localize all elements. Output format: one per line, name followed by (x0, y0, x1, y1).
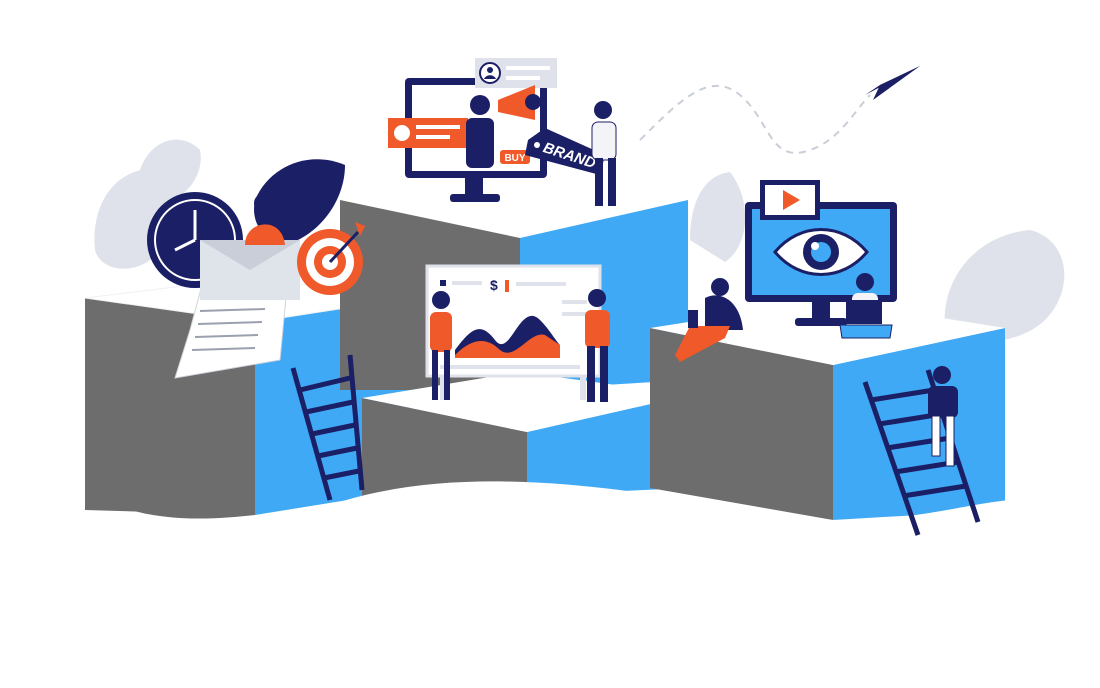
woman-with-laptop (675, 278, 743, 362)
paper-plane-icon (865, 66, 920, 100)
climber-figure (928, 366, 958, 467)
man-with-laptop (839, 273, 893, 339)
center-front-block (362, 372, 690, 498)
dark-leaf (254, 159, 345, 245)
brand-tag: BRAND (525, 128, 605, 175)
eye-icon (773, 228, 869, 276)
document-scroll (174, 240, 300, 379)
man-holding-tag (591, 101, 617, 206)
bottom-wave (80, 481, 1010, 560)
buy-badge: BUY (500, 150, 530, 164)
buy-badge-text: BUY (504, 153, 525, 164)
man-presenter (585, 289, 610, 402)
flight-path (639, 84, 871, 154)
presenter-figure (466, 95, 494, 168)
worker-figure (245, 194, 285, 245)
chart-area-orange (455, 334, 560, 358)
currency-symbol: $ (490, 277, 498, 293)
whiteboard: $ (425, 264, 602, 400)
woman-presenter (430, 291, 452, 400)
ladder-icon (290, 354, 365, 501)
play-icon (760, 180, 820, 220)
target-icon (297, 222, 365, 295)
background-leaves (94, 139, 1065, 343)
megaphone-icon (498, 85, 541, 120)
user-avatar-icon (479, 62, 501, 84)
ad-card-top (475, 58, 557, 88)
ad-card-left (388, 118, 468, 148)
